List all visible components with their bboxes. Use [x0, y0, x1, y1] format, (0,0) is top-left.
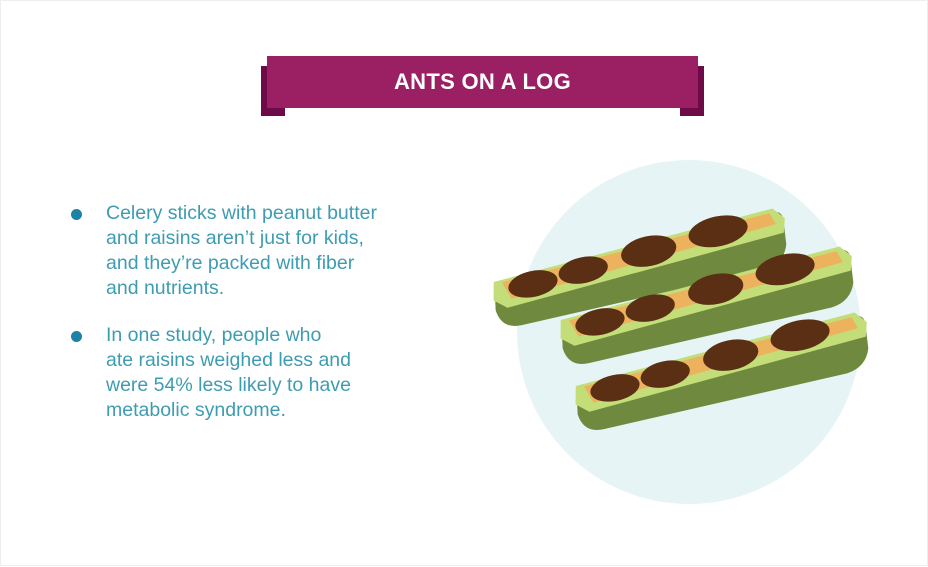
- bullet-icon: [71, 209, 82, 220]
- bullet-icon: [71, 331, 82, 342]
- fact-line: In one study, people who: [106, 324, 322, 346]
- fact-line: and raisins aren’t just for kids,: [106, 227, 364, 249]
- fact-line: metabolic syndrome.: [106, 399, 286, 421]
- fact-item: In one study, people who ate raisins wei…: [69, 323, 469, 423]
- fact-line: were 54% less likely to have: [106, 374, 351, 396]
- fact-line: Celery sticks with peanut butter: [106, 202, 377, 224]
- page-title: ANTS ON A LOG: [267, 56, 698, 108]
- fact-line: ate raisins weighed less and: [106, 349, 351, 371]
- title-banner: ANTS ON A LOG: [261, 56, 704, 116]
- fact-line: and nutrients.: [106, 277, 225, 299]
- fact-list: Celery sticks with peanut butter and rai…: [69, 201, 469, 445]
- fact-item: Celery sticks with peanut butter and rai…: [69, 201, 469, 301]
- fact-line: and they’re packed with fiber: [106, 252, 355, 274]
